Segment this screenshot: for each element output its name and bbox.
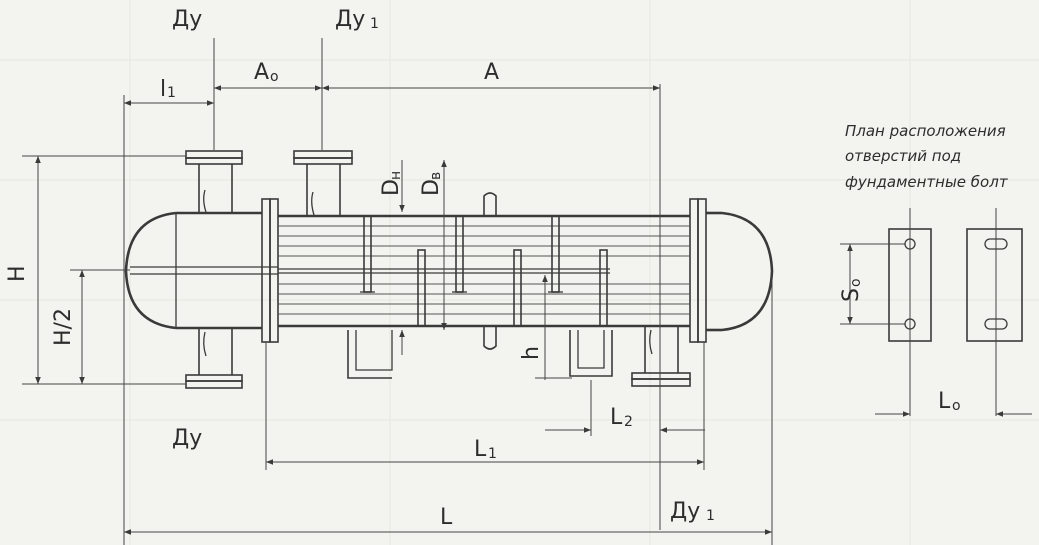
label-a0: А bbox=[254, 60, 269, 85]
tube-bundle bbox=[278, 225, 690, 315]
label-l1: L bbox=[474, 437, 487, 462]
note-line-3: фундаментные болт bbox=[845, 173, 1009, 191]
label-h-total: Н bbox=[5, 265, 30, 282]
expansion-joint bbox=[483, 192, 497, 350]
label-s0-sub: о bbox=[848, 278, 864, 287]
label-dn: D bbox=[379, 179, 404, 196]
vessel-body bbox=[124, 198, 774, 343]
label-dv: D bbox=[419, 179, 444, 196]
nozzle-du1-top bbox=[293, 150, 353, 216]
label-dn-sub: н bbox=[388, 171, 404, 180]
label-l1-sub: 1 bbox=[488, 446, 497, 462]
label-l1-top-sub: 1 bbox=[167, 85, 176, 101]
dimensions bbox=[22, 38, 773, 545]
label-du1-bottom: Ду bbox=[670, 499, 700, 524]
baffles bbox=[360, 215, 608, 327]
label-du-bottom: Ду bbox=[172, 426, 202, 451]
label-l0-sub: о bbox=[952, 398, 961, 414]
label-l-total: L bbox=[440, 505, 453, 530]
label-a: А bbox=[484, 60, 499, 85]
label-du1-bottom-sub: 1 bbox=[706, 508, 715, 524]
bolt-plan bbox=[840, 208, 1032, 417]
nozzle-du-top bbox=[185, 150, 243, 213]
note-line-2: отверстий под bbox=[845, 147, 961, 165]
label-du1-top: Ду bbox=[335, 7, 365, 32]
label-h-half: Н/2 bbox=[51, 308, 76, 346]
labels: Ду Ду 1 l 1 А о А D н D в Н Н/2 Ду h L 2… bbox=[5, 7, 1009, 530]
label-l1-top: l bbox=[160, 77, 166, 102]
note-line-1: План расположения bbox=[845, 122, 1006, 140]
label-du-top: Ду bbox=[172, 7, 202, 32]
label-l0: L bbox=[938, 389, 951, 414]
nozzle-du-bottom bbox=[185, 328, 243, 389]
supports bbox=[347, 330, 613, 379]
nozzle-du1-bottom bbox=[631, 326, 691, 387]
label-du1-top-sub: 1 bbox=[370, 16, 379, 32]
label-s0: S bbox=[839, 288, 864, 302]
label-a0-sub: о bbox=[270, 69, 279, 85]
label-h-small: h bbox=[519, 346, 544, 360]
label-l2: L bbox=[610, 405, 623, 430]
label-l2-sub: 2 bbox=[624, 414, 633, 430]
label-dv-sub: в bbox=[428, 172, 444, 180]
